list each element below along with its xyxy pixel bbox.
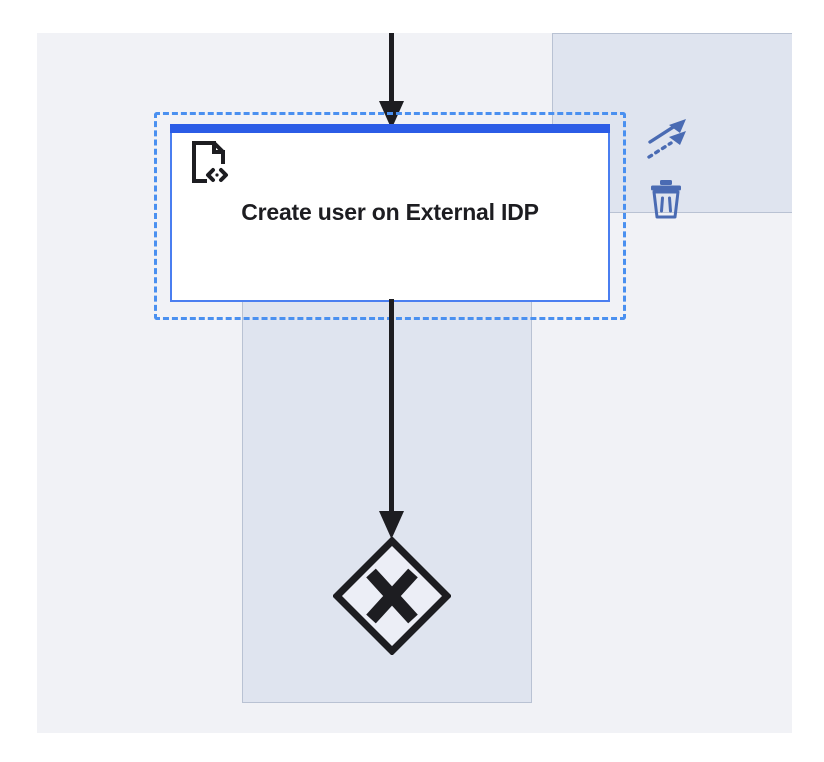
outgoing-sequence-flow[interactable] (374, 299, 410, 541)
script-document-code-icon (192, 141, 228, 183)
incoming-sequence-flow[interactable] (374, 33, 410, 131)
gateway-x-symbol (366, 568, 418, 624)
diagram-canvas[interactable]: Create user on External IDP (37, 33, 792, 733)
outgoing-flow-arrowhead (379, 511, 404, 539)
script-task-shape[interactable] (170, 124, 610, 302)
exclusive-gateway-shape[interactable] (333, 537, 451, 655)
incoming-flow-arrowhead (379, 101, 404, 129)
task-accent-bar (170, 124, 610, 133)
two-arrows-up-right-icon[interactable] (645, 115, 693, 163)
trash-icon[interactable] (646, 178, 686, 220)
